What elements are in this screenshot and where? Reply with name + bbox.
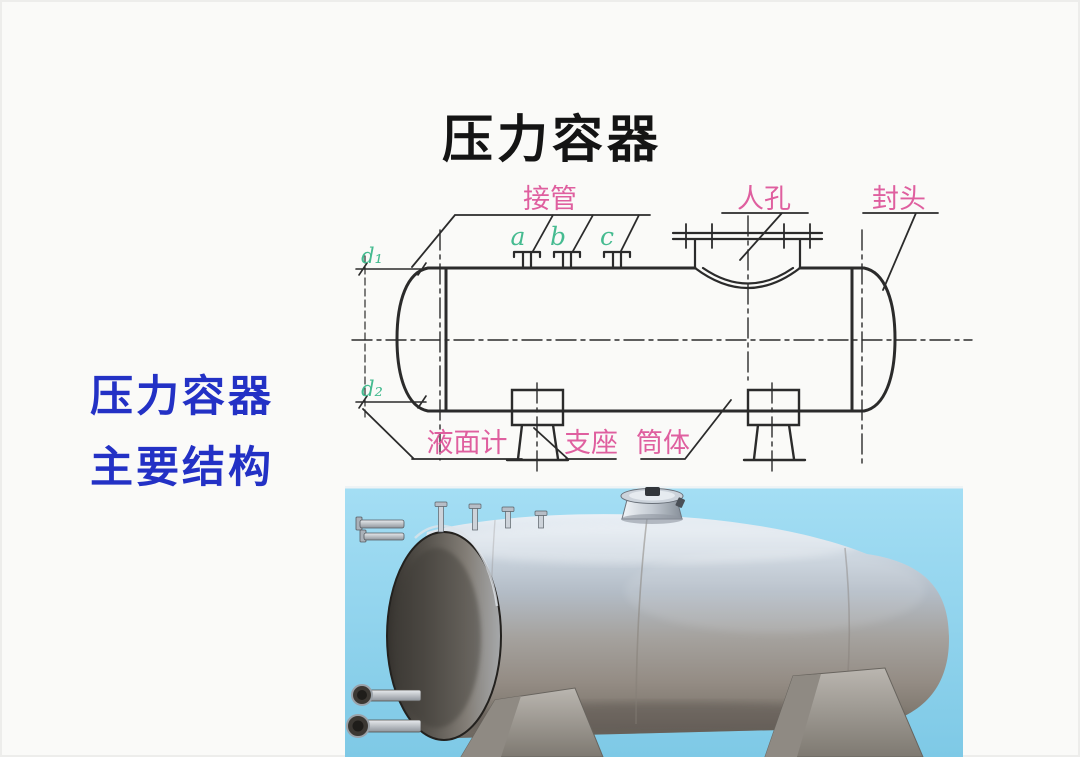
vessel-photo [345,486,963,757]
vessel-outline [395,266,897,413]
page-title: 压力容器 [441,110,662,170]
lower-left-pipes [346,684,422,738]
manhole-structure [671,231,824,290]
nozzle-leader-lines [411,214,651,268]
sidebar-caption-line1: 压力容器 [90,372,274,422]
nozzle-stub [438,505,444,533]
label-nozzle-b: b [550,222,566,251]
saddle-label-leader [533,427,617,460]
nozzle-cap [434,501,448,507]
manhole-bolts [685,223,811,249]
label-manhole: 人孔 [737,184,791,215]
pressure-vessel-diagram: 接管 人孔 封头 液面计 支座 筒体 a b c d₁ d₂ [351,184,973,475]
nozzle-cap [501,506,515,512]
shell-label-leader [640,399,732,460]
weld-seam-1 [635,514,649,725]
label-level-gauge: 液面计 [427,428,508,459]
manhole-base [621,514,683,524]
pipe [363,532,405,541]
saddle-support-1 [505,388,570,462]
nozzle-cap [534,510,548,516]
tank-left-head-rim [414,524,499,607]
pipe-cap-center [352,720,364,732]
tank-left-head-shadow [393,548,481,728]
head-label-leader [862,212,939,291]
left-saddle-shade [461,696,521,757]
label-nozzle-c: c [600,222,614,251]
label-d1: d₁ [361,244,383,268]
tank-mid-highlight [625,549,925,633]
label-head: 封头 [872,184,926,215]
upper-left-pipes [355,516,405,543]
manhole-handle [645,487,660,496]
manhole-clamp [675,497,685,508]
photo-manhole [620,487,685,524]
sidebar-caption-line2: 主要结构 [90,443,274,493]
nozzle-stub [505,510,511,529]
label-nozzles: 接管 [523,184,577,215]
d1-dimension-line [355,262,427,276]
label-shell: 筒体 [636,428,690,459]
pipe-cap-center [357,690,367,700]
nozzle-stub [472,507,478,531]
photo-saddles [460,667,924,757]
d2-dimension-line [355,395,427,409]
label-nozzle-a: a [511,222,526,251]
sidebar-caption: 压力容器 主要结构 [90,376,274,518]
label-d2: d₂ [361,377,383,401]
level-gauge-label-leader [362,408,523,460]
top-nozzles [512,250,632,270]
right-saddle-shade [765,674,821,757]
nozzle-stub [538,514,544,529]
label-saddle: 支座 [564,428,618,459]
top-nozzle-stubs [434,501,548,533]
saddle-support-2 [742,388,807,462]
pipe [359,519,405,529]
manhole-label-leader [721,212,809,261]
nozzle-cap [468,503,482,509]
